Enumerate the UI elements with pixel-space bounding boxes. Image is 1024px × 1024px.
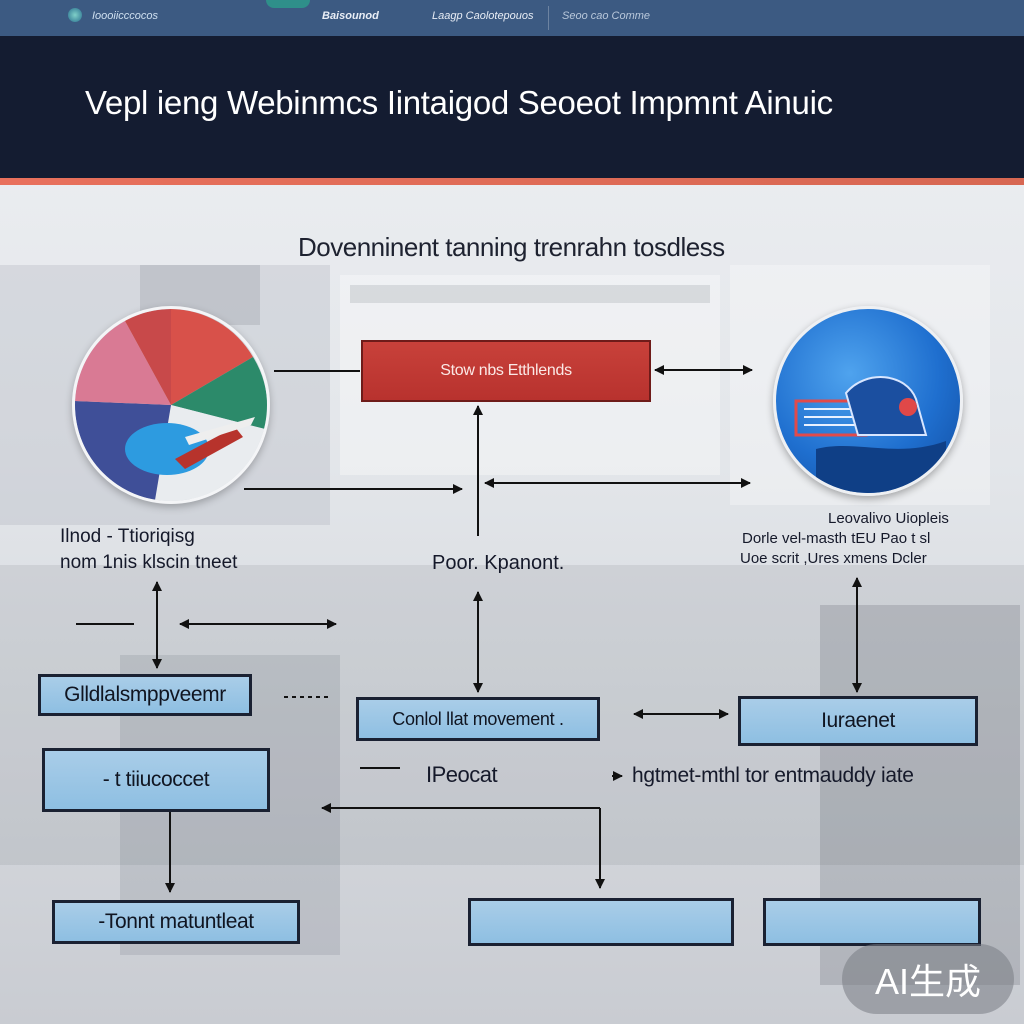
- topbar-brand[interactable]: Ioooiicccocos: [92, 10, 159, 22]
- topbar-divider: [548, 6, 549, 30]
- process-box-left-top[interactable]: Glldlalsmppveemr: [38, 674, 252, 716]
- process-box-left-mid[interactable]: - t tiiucoccet: [42, 748, 270, 812]
- right-label-line2: Dorle vel-masth tEU Pao t sl: [742, 530, 931, 547]
- process-box-top[interactable]: Stow nbs Etthlends: [361, 340, 651, 402]
- process-box-bottom-left[interactable]: -Tonnt matuntleat: [52, 900, 300, 944]
- tab-indicator: [266, 0, 310, 8]
- page-title: Vepl ieng Webinmcs Iintaigod Seoeot Impm…: [85, 84, 833, 121]
- right-label-line3: Uoe scrit ,Ures xmens Dcler: [740, 550, 927, 567]
- process-box-right-top[interactable]: Iuraenet: [738, 696, 978, 746]
- center-label: Poor. Kpanont.: [432, 552, 565, 574]
- center-mid-label: IPeocat: [426, 762, 498, 787]
- process-box-bottom-center[interactable]: [468, 898, 734, 946]
- right-mid-label: hgtmet-mthl tor entmauddy iate: [632, 764, 914, 787]
- topbar-link-center[interactable]: Baisounod: [322, 10, 379, 22]
- topbar-link-far-right[interactable]: Seoo cao Comme: [562, 10, 651, 22]
- diagram-title: Dovenninent tanning trenrahn tosdless: [298, 232, 725, 262]
- top-bar: Ioooiicccocos Baisounod Laagp Caolotepou…: [0, 0, 1024, 36]
- topbar-link-right[interactable]: Laagp Caolotepouos: [432, 10, 534, 22]
- logo-icon: [68, 8, 82, 22]
- accent-divider: [0, 178, 1024, 185]
- process-box-center-top[interactable]: Conlol llat movement .: [356, 697, 600, 741]
- globe-device-icon: [773, 306, 963, 496]
- header-banner: Vepl ieng Webinmcs Iintaigod Seoeot Impm…: [0, 36, 1024, 178]
- ai-generated-badge: AI生成: [842, 944, 1014, 1014]
- left-label-line2: nom 1nis klscin tneet: [60, 552, 238, 573]
- pie-chart-icon: [72, 306, 270, 504]
- left-label-line1: Ilnod - Ttioriqisg: [60, 526, 195, 547]
- process-box-bottom-right[interactable]: [763, 898, 981, 946]
- right-label-line1: Leovalivo Uiopleis: [828, 510, 949, 527]
